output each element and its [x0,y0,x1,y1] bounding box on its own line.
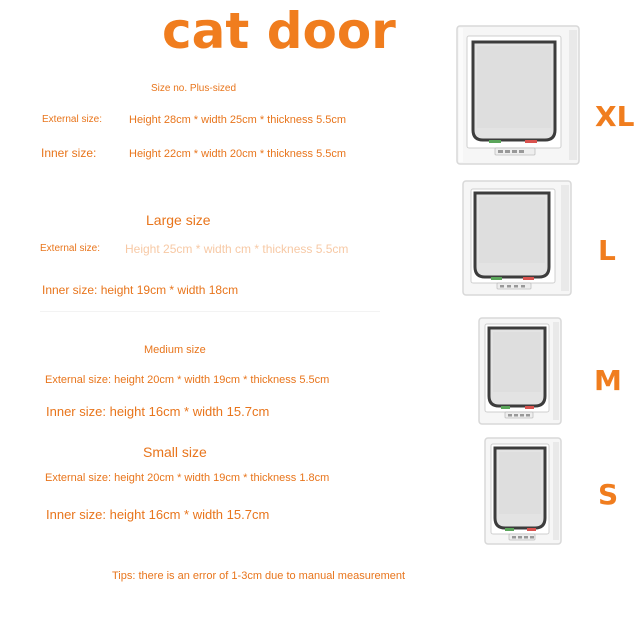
cat-door-l-image [462,180,572,296]
l-external-value: Height 25cm * width cm * thickness 5.5cm [125,242,349,256]
size-label-s: S [598,478,619,511]
xl-inner-value: Height 22cm * width 20cm * thickness 5.5… [129,148,347,160]
m-inner-value: Inner size: height 16cm * width 15.7cm [46,404,270,419]
l-external-label: External size: [40,243,101,254]
xl-external-value: Height 28cm * width 25cm * thickness 5.5… [129,114,347,126]
size-label-l: L [598,234,616,267]
l-inner-value: Inner size: height 19cm * width 18cm [42,283,239,297]
size-label-m: M [594,364,622,397]
divider [40,311,380,312]
s-heading: Small size [143,444,207,460]
xl-inner-label: Inner size: [41,146,97,160]
cat-door-s-image [484,437,562,545]
cat-door-m-image [478,317,562,425]
m-heading: Medium size [144,344,206,356]
m-external-value: External size: height 20cm * width 19cm … [45,374,330,386]
page-title: cat door [162,2,396,60]
cat-door-xl-image [456,25,580,165]
xl-external-label: External size: [42,114,103,125]
s-inner-value: Inner size: height 16cm * width 15.7cm [46,507,270,522]
l-heading: Large size [146,212,211,228]
s-external-value: External size: height 20cm * width 19cm … [45,472,330,484]
xl-heading: Size no. Plus-sized [151,83,237,94]
size-label-xl: XL [595,100,635,133]
tips-note: Tips: there is an error of 1-3cm due to … [112,570,406,582]
